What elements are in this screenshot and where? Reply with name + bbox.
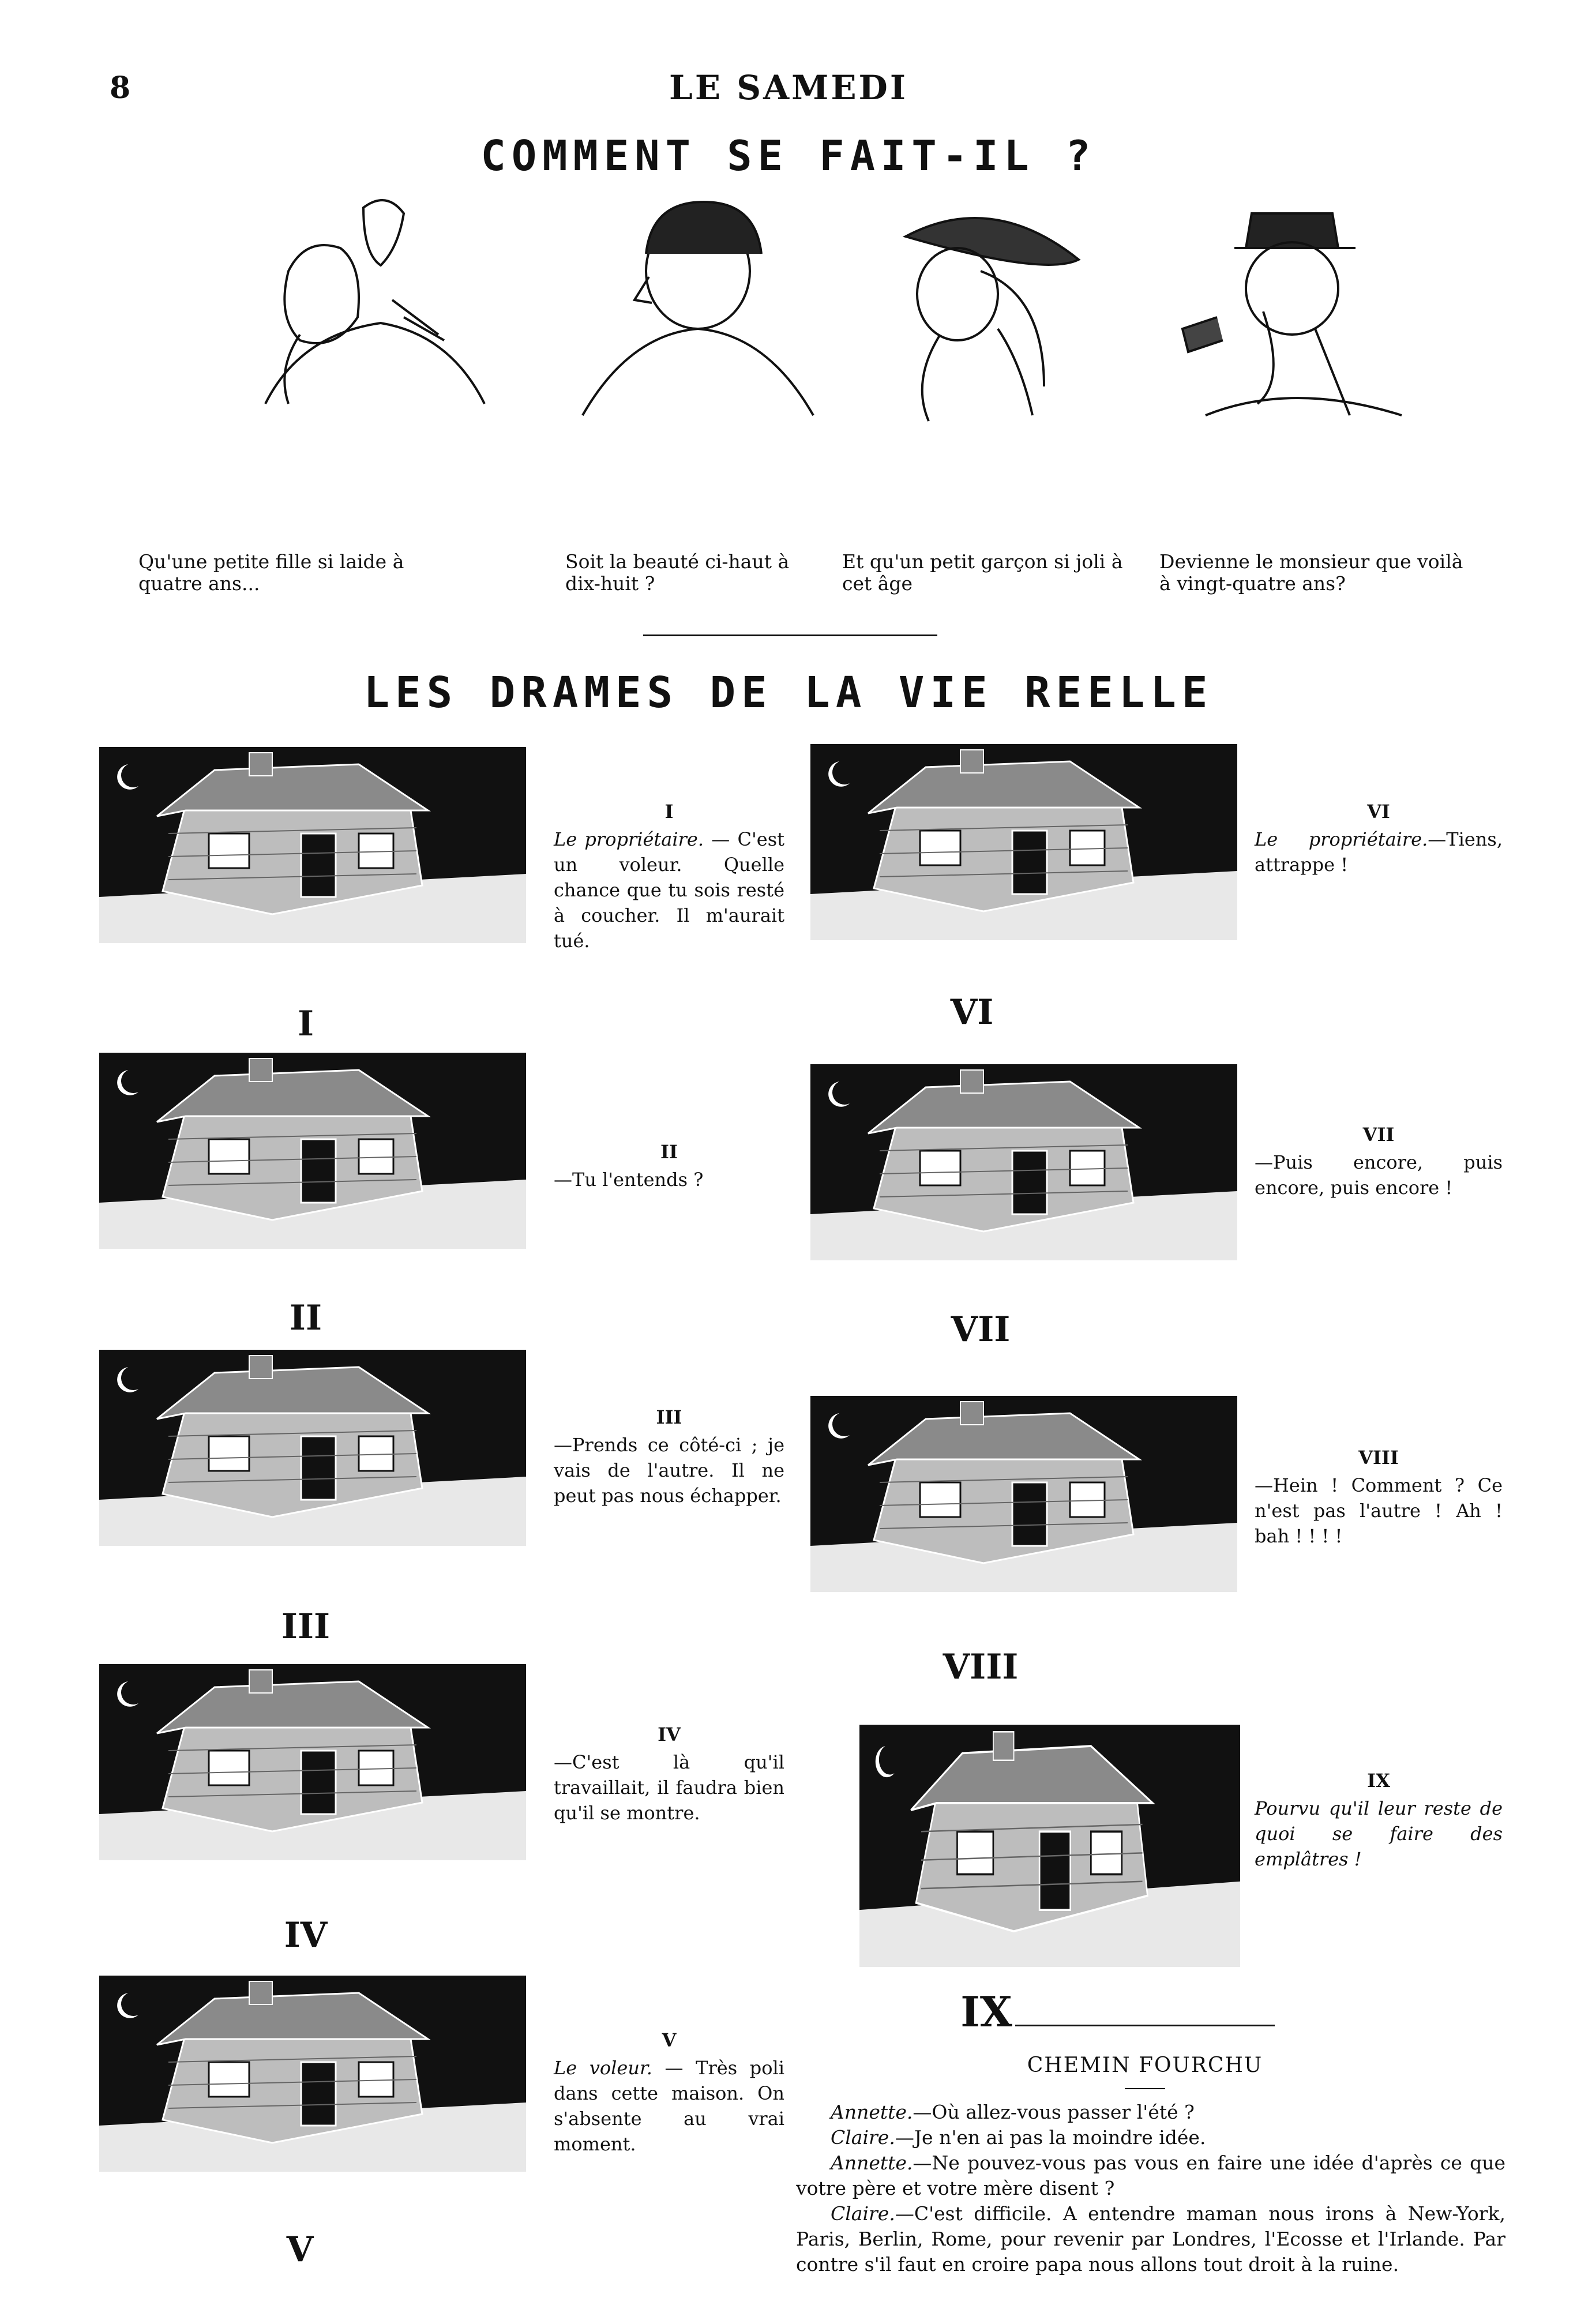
- panel-3-dialogue: III —Prends ce côté-ci ; je vais de l'au…: [554, 1405, 784, 1508]
- panel-3-illustration: [99, 1350, 526, 1546]
- chemin-text: —Où allez-vous passer l'été ?: [913, 2101, 1195, 2123]
- panel-5-text: — Très poli dans cette maison. On s'abse…: [554, 2057, 785, 2155]
- panel-7-text: —Puis encore, puis encore, puis encore !: [1255, 1151, 1503, 1199]
- panel-1-dialogue: I Le propriétaire. — C'est un voleur. Qu…: [554, 799, 784, 953]
- panel-3-number: III: [656, 1406, 682, 1428]
- portrait-little-boy: [902, 217, 1081, 422]
- panel-5-speaker: Le voleur.: [554, 2057, 652, 2079]
- panel-8-illustration: [810, 1396, 1237, 1592]
- comment-title: COMMENT SE FAIT-IL ?: [480, 132, 1097, 180]
- chemin-title-underline: [1125, 2088, 1165, 2089]
- drames-title: LES DRAMES DE LA VIE REELLE: [363, 668, 1214, 718]
- panel-4-roman: IV: [284, 1915, 328, 1955]
- chemin-text: —C'est difficile. A entendre maman nous …: [796, 2202, 1505, 2276]
- chemin-line-4: Claire.—C'est difficile. A entendre mama…: [796, 2201, 1505, 2277]
- panel-4-illustration: [99, 1664, 526, 1860]
- panel-1-number: I: [664, 801, 674, 823]
- panel-2-dialogue: II —Tu l'entends ?: [554, 1139, 784, 1192]
- panel-9-dialogue: IX Pourvu qu'il leur reste de quoi se fa…: [1255, 1768, 1503, 1872]
- chemin-line-2: Claire.—Je n'en ai pas la moindre idée.: [796, 2125, 1505, 2150]
- panel-7-number: VII: [1362, 1124, 1395, 1146]
- panel-2-roman: II: [289, 1298, 322, 1338]
- chemin-speaker: Claire.: [831, 2126, 895, 2149]
- chemin-text: —Ne pouvez-vous pas vous en faire une id…: [796, 2152, 1505, 2199]
- chemin-line-3: Annette.—Ne pouvez-vous pas vous en fair…: [796, 2150, 1505, 2201]
- portrait-gentleman: [1181, 212, 1402, 416]
- panel-7-illustration: [810, 1064, 1237, 1260]
- panel-6-roman: VI: [950, 992, 994, 1033]
- panel-1-illustration: [99, 747, 526, 943]
- portrait-young-woman: [581, 200, 814, 416]
- panel-2-number: II: [660, 1141, 678, 1163]
- chemin-speaker: Claire.: [831, 2202, 895, 2225]
- panel-5-number: V: [662, 2029, 677, 2051]
- panel-9-illustration: [859, 1725, 1240, 1967]
- panel-8-roman: VIII: [943, 1647, 1019, 1687]
- chemin-speaker: Annette.: [831, 2152, 913, 2174]
- panel-6-speaker: Le propriétaire.: [1255, 828, 1428, 850]
- chemin-text: —Je n'en ai pas la moindre idée.: [895, 2126, 1206, 2149]
- panel-8-text: —Hein ! Comment ? Ce n'est pas l'autre !…: [1255, 1474, 1503, 1547]
- panel-6-text: —Tiens, attrappe !: [1255, 828, 1503, 876]
- panel-6-number: VI: [1367, 801, 1390, 823]
- chemin-dialogue: Annette.—Où allez-vous passer l'été ? Cl…: [796, 2100, 1505, 2277]
- chemin-speaker: Annette.: [831, 2101, 913, 2123]
- panel-8-dialogue: VIII —Hein ! Comment ? Ce n'est pas l'au…: [1255, 1445, 1503, 1549]
- panel-5-illustration: [99, 1976, 526, 2172]
- panel-9-text: Pourvu qu'il leur reste de quoi se faire…: [1255, 1797, 1503, 1870]
- portrait-little-girl: [264, 199, 486, 404]
- panel-4-number: IV: [658, 1724, 681, 1745]
- panel-3-roman: III: [281, 1606, 331, 1647]
- panel-6-illustration: [810, 744, 1237, 940]
- section-divider: [643, 634, 937, 636]
- chemin-divider: [1015, 2025, 1275, 2026]
- panel-9-roman: IX: [960, 1987, 1012, 2036]
- panel-2-illustration: [99, 1053, 526, 1249]
- panel-9-number: IX: [1367, 1770, 1390, 1792]
- masthead: LE SAMEDI: [669, 68, 908, 107]
- panel-1-roman: I: [297, 1004, 314, 1044]
- panel-1-text: — C'est un voleur. Quelle chance que tu …: [554, 828, 785, 952]
- caption-2: Soit la beauté ci-haut à dix-huit ?: [565, 550, 790, 595]
- panel-8-number: VIII: [1358, 1447, 1399, 1469]
- panel-4-dialogue: IV —C'est là qu'il travaillait, il faudr…: [554, 1722, 784, 1826]
- caption-1: Qu'une petite fille si laide à quatre an…: [138, 550, 404, 595]
- panel-5-dialogue: V Le voleur. — Très poli dans cette mais…: [554, 2028, 784, 2157]
- chemin-line-1: Annette.—Où allez-vous passer l'été ?: [796, 2100, 1505, 2125]
- chemin-title: CHEMIN FOURCHU: [1027, 2053, 1263, 2077]
- panel-4-text: —C'est là qu'il travaillait, il faudra b…: [554, 1751, 784, 1824]
- page-number: 8: [110, 70, 131, 106]
- panel-7-roman: VII: [951, 1309, 1011, 1350]
- panel-6-dialogue: VI Le propriétaire.—Tiens, attrappe !: [1255, 799, 1503, 877]
- caption-3: Et qu'un petit garçon si joli à cet âge: [842, 550, 1123, 595]
- panel-2-text: —Tu l'entends ?: [554, 1169, 704, 1191]
- caption-4: Devienne le monsieur que voilà à vingt-q…: [1159, 550, 1463, 595]
- panel-7-dialogue: VII —Puis encore, puis encore, puis enco…: [1255, 1122, 1503, 1200]
- panel-1-speaker: Le propriétaire.: [554, 828, 704, 850]
- panel-5-roman: V: [286, 2229, 314, 2270]
- panel-3-text: —Prends ce côté-ci ; je vais de l'autre.…: [554, 1434, 784, 1507]
